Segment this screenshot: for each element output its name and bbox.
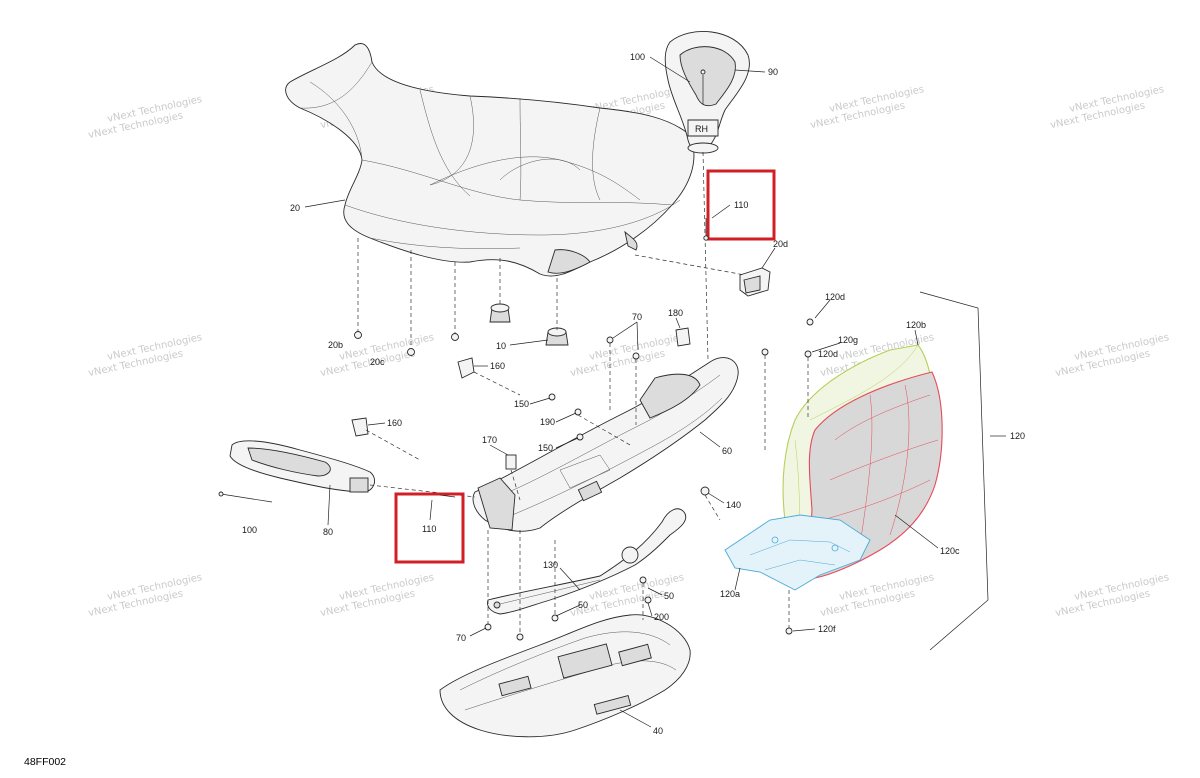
callout-160: 160 bbox=[387, 418, 402, 428]
callout-labels: 100 90 110 20 20d 120d 120b 120g 120d 12… bbox=[242, 52, 1025, 736]
callout-110: 110 bbox=[734, 200, 748, 210]
seat-cushion-part-20 bbox=[285, 43, 695, 277]
callout-120g: 120g bbox=[838, 335, 858, 345]
callout-20d: 20d bbox=[773, 239, 788, 249]
highlight-box-110-top bbox=[706, 169, 776, 241]
latch-part-20d bbox=[739, 267, 771, 297]
callout-110: 110 bbox=[422, 524, 436, 534]
callout-160: 160 bbox=[490, 361, 505, 371]
callout-50: 50 bbox=[664, 591, 674, 601]
callout-140: 140 bbox=[726, 500, 741, 510]
callout-20: 20 bbox=[290, 203, 300, 213]
callout-120c: 120c bbox=[940, 546, 960, 556]
callout-50: 50 bbox=[578, 600, 588, 610]
callout-90: 90 bbox=[768, 67, 778, 77]
callout-150: 150 bbox=[538, 443, 553, 453]
callout-180: 180 bbox=[668, 308, 683, 318]
callout-150: 150 bbox=[514, 399, 529, 409]
callout-100: 100 bbox=[630, 52, 645, 62]
callout-120f: 120f bbox=[818, 624, 836, 634]
base-tray-part-40 bbox=[439, 614, 691, 738]
grab-handle-part-80 bbox=[229, 440, 376, 493]
callout-70: 70 bbox=[632, 312, 642, 322]
assembly-lines bbox=[357, 151, 809, 635]
callout-60: 60 bbox=[722, 446, 732, 456]
callout-20c: 20c bbox=[370, 357, 385, 367]
rh-marking: RH bbox=[695, 124, 708, 134]
callout-120d-mid: 120d bbox=[818, 349, 838, 359]
callout-100: 100 bbox=[242, 525, 257, 535]
callout-120: 120 bbox=[1010, 431, 1025, 441]
callout-70: 70 bbox=[456, 633, 466, 643]
backrest-assembly-part-120 bbox=[724, 344, 943, 591]
callout-170: 170 bbox=[482, 435, 497, 445]
seat-frame-part-60 bbox=[472, 357, 739, 532]
callout-120a: 120a bbox=[720, 589, 740, 599]
highlight-box-110-middle bbox=[394, 492, 465, 564]
leader-lines bbox=[304, 56, 1006, 728]
callout-120d: 120d bbox=[825, 292, 845, 302]
callout-200: 200 bbox=[654, 612, 669, 622]
callout-20b: 20b bbox=[328, 340, 343, 350]
callout-130: 130 bbox=[543, 560, 558, 570]
callout-120b: 120b bbox=[906, 320, 926, 330]
callout-40: 40 bbox=[653, 726, 663, 736]
callout-10: 10 bbox=[496, 341, 506, 351]
diagram-code: 48FF002 bbox=[24, 756, 66, 768]
backrest-blue-bracket bbox=[724, 514, 871, 591]
fasteners bbox=[218, 303, 814, 641]
callout-80: 80 bbox=[323, 527, 333, 537]
callout-190: 190 bbox=[540, 417, 555, 427]
grab-handle-part-90: RH bbox=[664, 31, 750, 154]
